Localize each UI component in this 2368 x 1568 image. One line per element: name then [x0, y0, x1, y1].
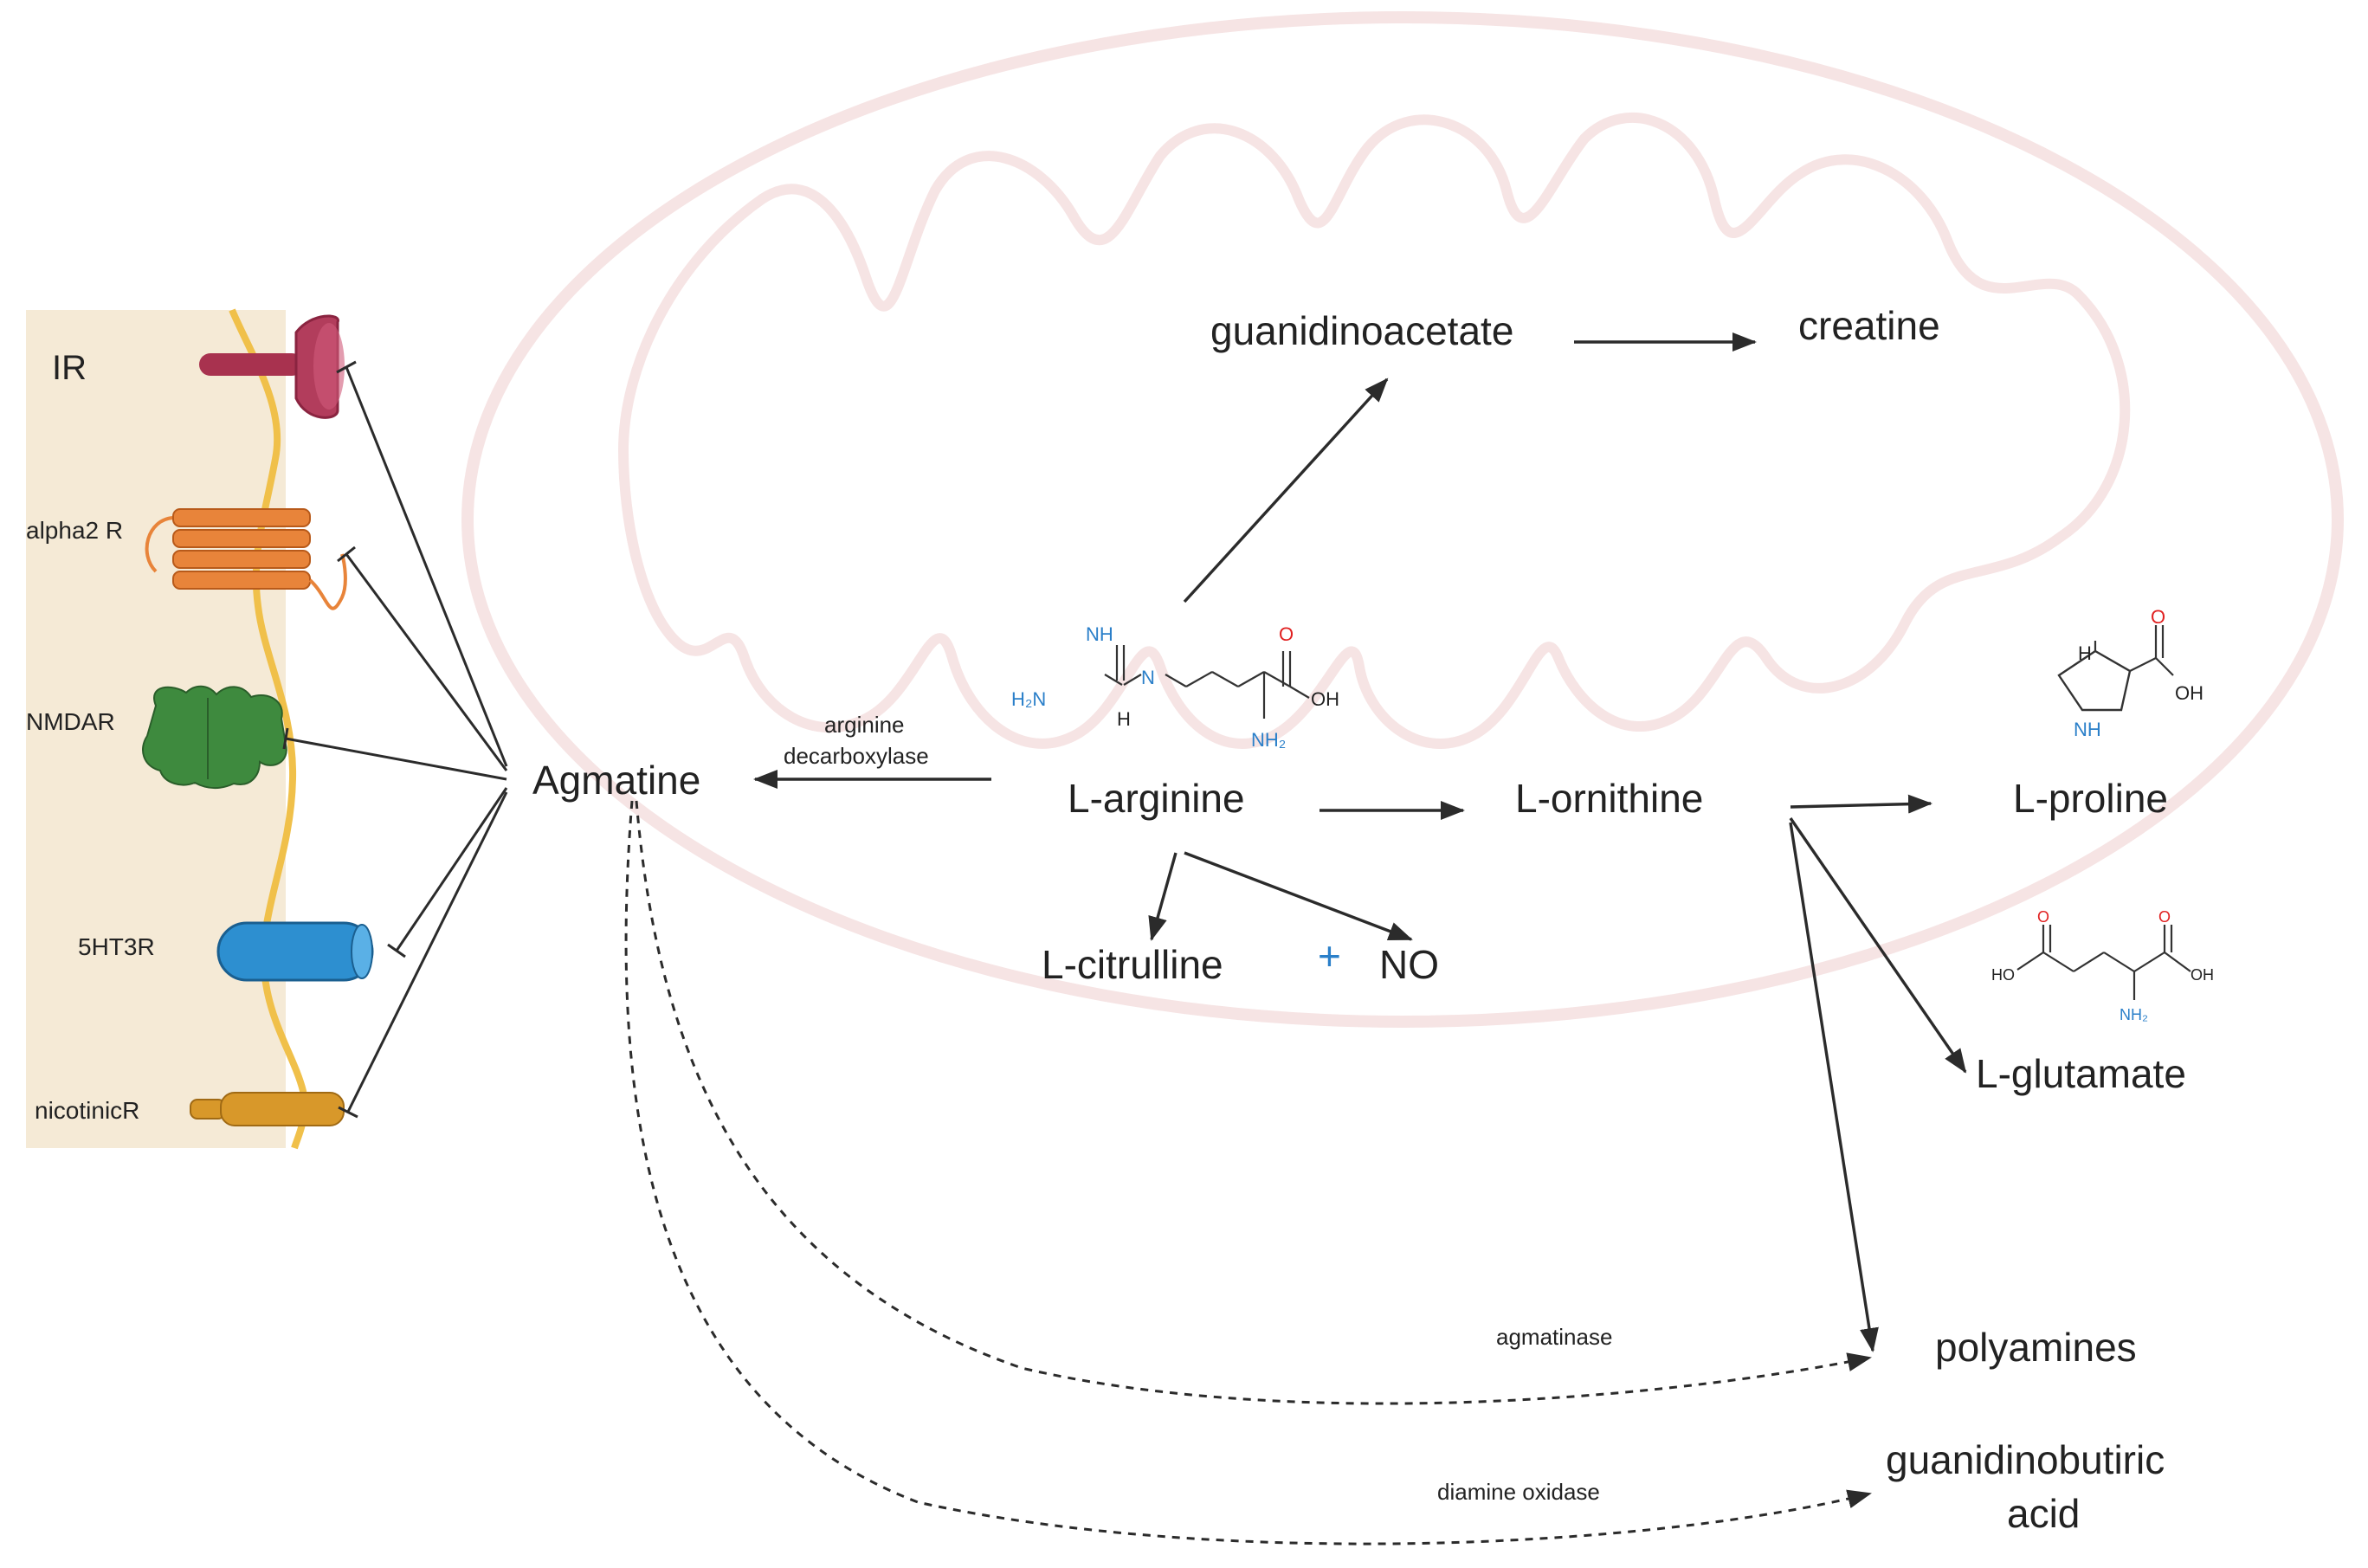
atom-o-glu2: O — [2158, 908, 2171, 926]
atom-o-glu1: O — [2037, 908, 2049, 926]
atom-oh-glu: OH — [2191, 966, 2214, 984]
enzyme-agmatinase: agmatinase — [1496, 1324, 1612, 1350]
node-l-arginine: L-arginine — [1068, 776, 1245, 821]
atom-nh-proline: NH — [2074, 719, 2101, 740]
atom-nh-top: NH — [1086, 623, 1113, 645]
enzyme-diamine-oxidase: diamine oxidase — [1437, 1479, 1600, 1505]
atom-h2n: H₂N — [1011, 688, 1046, 710]
enzyme-arginine-decarboxylase-2: decarboxylase — [784, 743, 929, 769]
glutamate-structure: O O HO OH NH₂ — [1991, 908, 2214, 1023]
mitochondrion-outline — [461, 11, 2344, 1028]
node-no: NO — [1379, 942, 1439, 987]
ir-receptor — [199, 314, 345, 419]
nicotinicr-label: nicotinicR — [35, 1097, 139, 1124]
node-guanidinoacetate: guanidinoacetate — [1210, 308, 1513, 353]
nmdar-label: NMDAR — [26, 708, 115, 735]
reaction-arrows — [753, 332, 1967, 1352]
node-l-proline: L-proline — [2013, 776, 2168, 821]
node-l-ornithine: L-ornithine — [1515, 776, 1703, 821]
node-creatine: creatine — [1798, 303, 1940, 348]
alpha2r-label: alpha2 R — [26, 517, 123, 544]
nmda-receptor — [142, 685, 287, 790]
ht3r-label: 5HT3R — [78, 933, 155, 960]
atom-o-proline: O — [2151, 606, 2165, 628]
atom-h-proline: H — [2078, 642, 2092, 664]
inhibition-lines — [282, 360, 508, 1119]
ir-label: IR — [52, 349, 87, 387]
atom-o: O — [1279, 623, 1294, 645]
atom-ho-glu: HO — [1991, 966, 2015, 984]
ht3-receptor — [216, 921, 374, 982]
node-agmatine: Agmatine — [532, 758, 700, 803]
alpha2-receptor — [145, 508, 347, 610]
node-plus: + — [1318, 933, 1341, 978]
dashed-arrows — [624, 800, 1872, 1545]
atom-oh-proline: OH — [2175, 682, 2203, 704]
atom-nh2: NH₂ — [1251, 729, 1286, 751]
node-l-glutamate: L-glutamate — [1976, 1051, 2186, 1096]
atom-n: N — [1141, 667, 1155, 688]
enzyme-arginine-decarboxylase-1: arginine — [824, 712, 905, 738]
node-guanidinobutiric-line1: guanidinobutiric — [1886, 1437, 2165, 1482]
node-guanidinobutiric-line2: acid — [2007, 1491, 2080, 1536]
node-polyamines: polyamines — [1935, 1325, 2137, 1370]
atom-oh: OH — [1311, 688, 1339, 710]
proline-structure: H O OH NH — [2057, 606, 2203, 740]
node-l-citrulline: L-citrulline — [1042, 942, 1223, 987]
nicotinic-receptor — [190, 1092, 345, 1126]
atom-h: H — [1117, 708, 1131, 730]
atom-nh2-glu: NH₂ — [2120, 1006, 2148, 1023]
arginine-structure: NH H₂N N H O OH NH₂ — [1011, 623, 1339, 751]
